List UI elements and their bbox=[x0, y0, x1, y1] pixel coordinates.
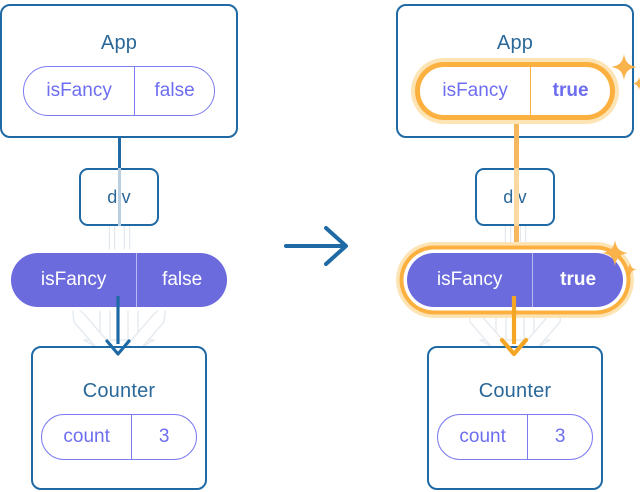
thread-orange-app-to-div-after bbox=[514, 114, 519, 170]
app-state-pill-before: isFancy false bbox=[23, 66, 215, 116]
panel-before: App isFancy false div isFancy false bbox=[0, 0, 240, 492]
counter-state-value-after: 3 bbox=[527, 415, 592, 459]
counter-state-value-before: 3 bbox=[131, 415, 196, 459]
counter-title-before: Counter bbox=[82, 380, 156, 402]
counter-state-key-after: count bbox=[459, 426, 506, 447]
app-state-pill-after: isFancy true bbox=[419, 66, 611, 116]
transition-arrow-right-icon bbox=[284, 224, 356, 268]
prop-value-after: true bbox=[532, 253, 623, 307]
counter-state-pill-before: count 3 bbox=[41, 414, 197, 460]
flow-arrow-before bbox=[100, 296, 136, 362]
app-state-value-after: true bbox=[530, 67, 610, 115]
prop-value-before: false bbox=[136, 253, 227, 307]
sparkle-icon-prop-after bbox=[597, 238, 640, 284]
counter-state-key-before: count bbox=[63, 426, 110, 447]
flow-arrow-after bbox=[496, 296, 532, 362]
thread-line-through-div-after bbox=[514, 168, 519, 226]
app-state-key-before: isFancy bbox=[46, 80, 112, 101]
panel-after: App isFancy true div isFancy true bbox=[396, 0, 640, 492]
counter-state-pill-after: count 3 bbox=[437, 414, 593, 460]
app-state-key-after: isFancy bbox=[442, 80, 508, 101]
app-title-before: App bbox=[100, 32, 138, 54]
prop-key-after: isFancy bbox=[436, 269, 503, 290]
prop-flow-white-arrow-after bbox=[440, 300, 590, 362]
app-state-value-before: false bbox=[134, 67, 214, 115]
counter-title-after: Counter bbox=[478, 380, 552, 402]
app-title-after: App bbox=[496, 32, 534, 54]
prop-key-before: isFancy bbox=[40, 269, 107, 290]
connector-app-to-div-before bbox=[118, 135, 121, 170]
prop-flow-white-arrow-before bbox=[44, 300, 194, 362]
thread-line-through-div-before bbox=[118, 168, 121, 226]
sparkle-icon-app-after bbox=[606, 52, 640, 98]
